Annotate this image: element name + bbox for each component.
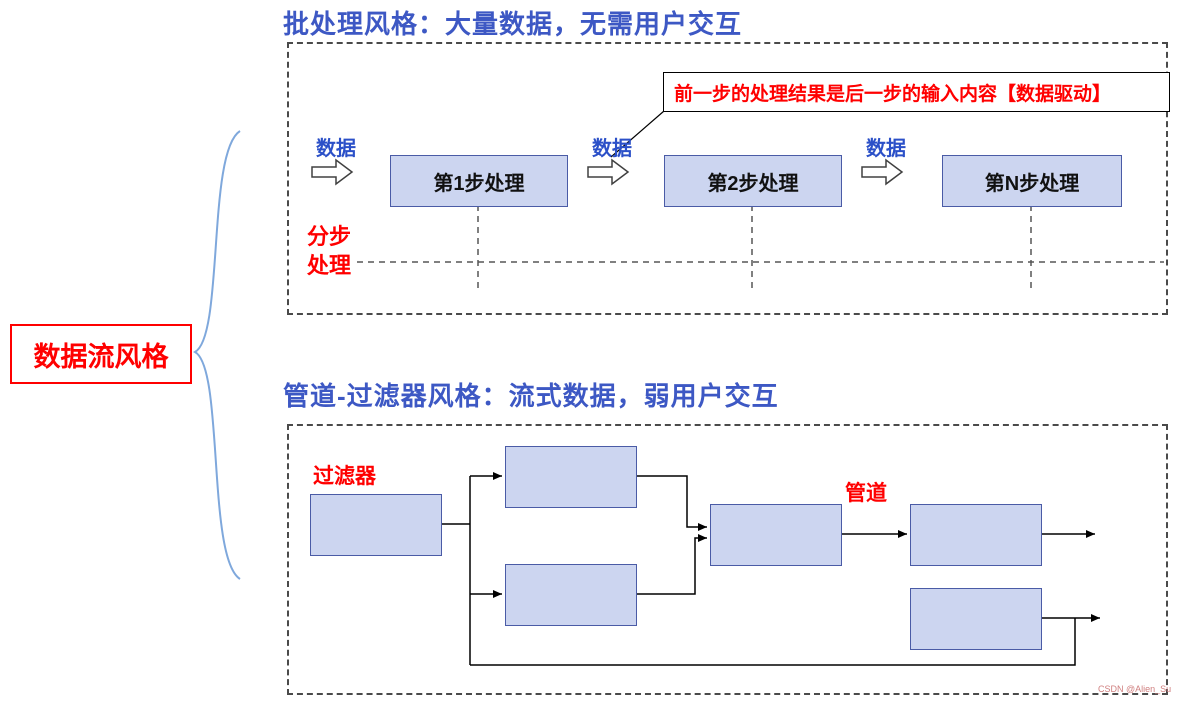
stepwise-note-line1: 分步 xyxy=(307,224,352,249)
data-label-1: 数据 xyxy=(316,138,356,160)
annotation-box: 前一步的处理结果是后一步的输入内容【数据驱动】 xyxy=(663,72,1170,112)
batch-section-title: 批处理风格：大量数据，无需用户交互 xyxy=(283,9,743,39)
brace-connector xyxy=(192,130,241,580)
data-label-2: 数据 xyxy=(592,138,632,160)
filter-label: 过滤器 xyxy=(313,465,376,488)
filter-box-output-bottom xyxy=(910,588,1042,650)
pipe-label: 管道 xyxy=(845,482,887,505)
process-box-step1: 第1步处理 xyxy=(390,155,568,207)
pipe-section-frame xyxy=(287,424,1168,695)
filter-box-merge xyxy=(710,504,842,566)
filter-box-output-top xyxy=(910,504,1042,566)
stepwise-note: 分步 处理 xyxy=(307,222,351,280)
process-box-step2: 第2步处理 xyxy=(664,155,842,207)
root-label-box: 数据流风格 xyxy=(10,324,192,384)
batch-section-frame xyxy=(287,42,1168,315)
filter-box-branch-top xyxy=(505,446,637,508)
data-label-3: 数据 xyxy=(866,138,906,160)
pipe-section-title: 管道-过滤器风格：流式数据，弱用户交互 xyxy=(283,381,779,411)
process-box-stepN: 第N步处理 xyxy=(942,155,1122,207)
watermark: CSDN @Alien_Su xyxy=(1098,684,1172,694)
filter-box-branch-bottom xyxy=(505,564,637,626)
stepwise-note-line2: 处理 xyxy=(307,253,352,278)
filter-box-source xyxy=(310,494,442,556)
